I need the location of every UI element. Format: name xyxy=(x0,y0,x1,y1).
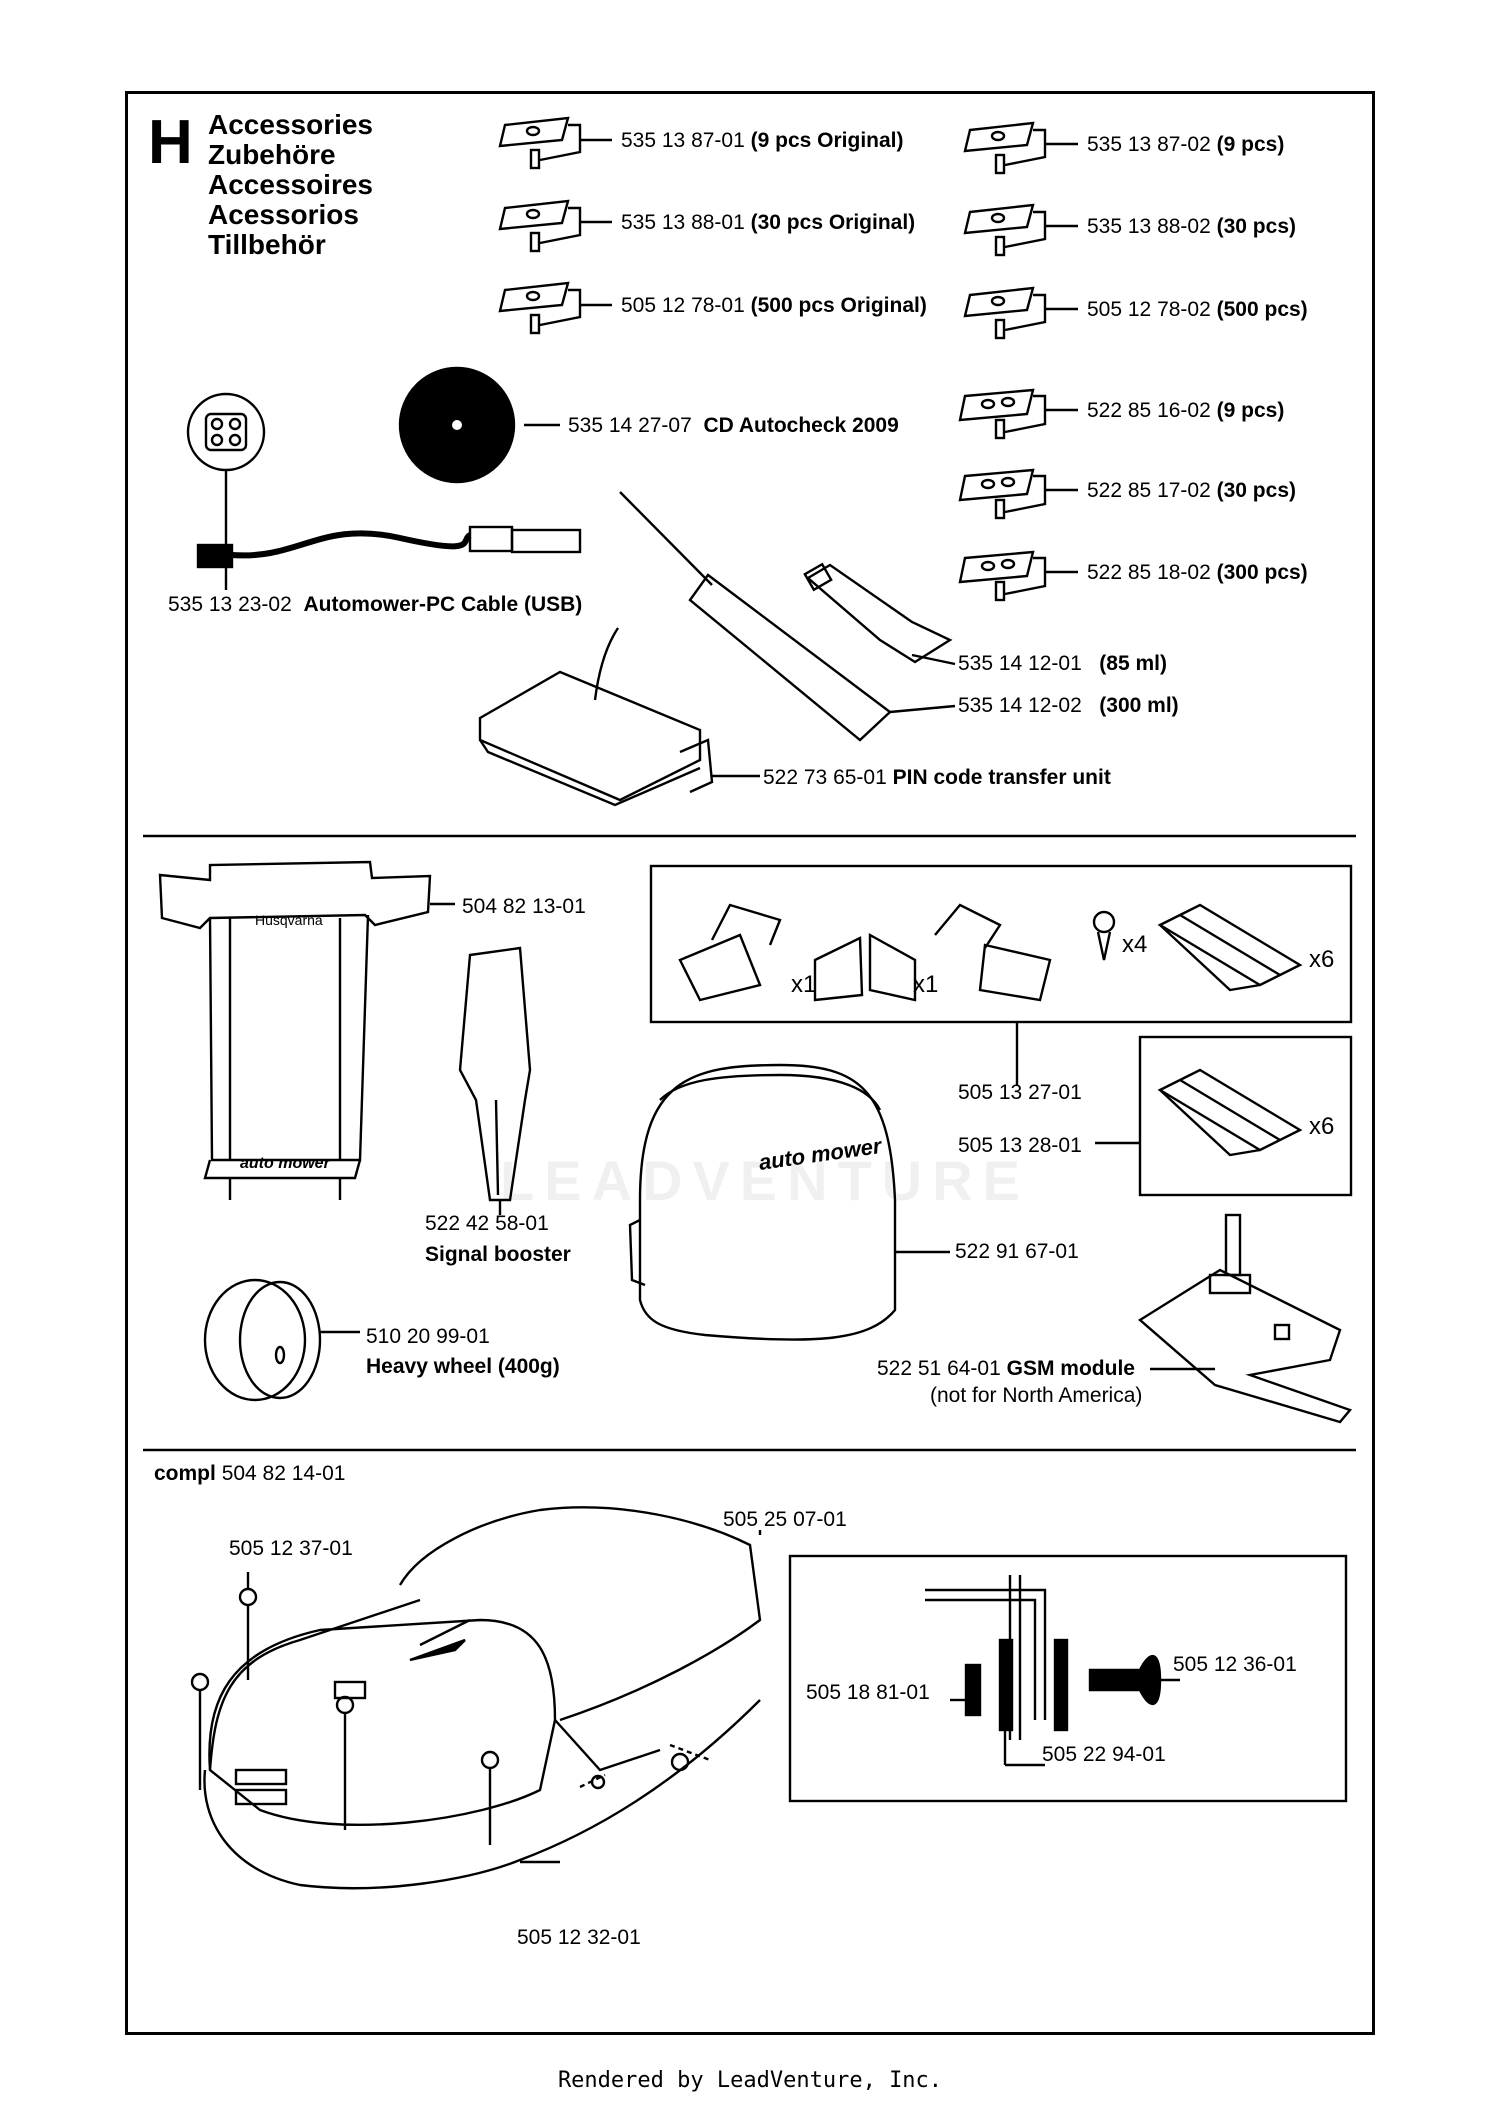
bag-label: 522 91 67-01 xyxy=(955,1240,1079,1263)
title-sv: Tillbehör xyxy=(208,229,326,260)
blade-icon-right-6 xyxy=(958,550,1078,602)
heavy-wheel-desc: Heavy wheel (400g) xyxy=(366,1355,560,1378)
bracket-qty-a: x1 xyxy=(791,971,817,998)
blade-icon-left-1 xyxy=(498,116,612,170)
blade-label-right-4: 522 85 16-02 (9 pcs) xyxy=(1087,399,1285,422)
screw-icon xyxy=(1092,910,1116,961)
sealant-cartridge-icon xyxy=(619,491,956,742)
screw-qty: x4 xyxy=(1122,931,1148,958)
body-part-bolt: 505 12 36-01 xyxy=(1173,1653,1297,1676)
usb-cable-icon xyxy=(186,392,582,590)
brush-kit-label: 505 13 27-01 xyxy=(958,1081,1082,1104)
blade-icon-right-5 xyxy=(958,468,1078,520)
bag-icon: auto mower xyxy=(628,1063,950,1341)
blade-label-right-1: 535 13 87-02 (9 pcs) xyxy=(1087,133,1285,156)
title-fr: Accessoires xyxy=(208,169,374,200)
station-cover-label: 504 82 13-01 xyxy=(462,895,586,918)
detail-box xyxy=(788,1554,1348,1803)
blade-label-right-5: 522 85 17-02 (30 pcs) xyxy=(1087,479,1296,502)
sealant-tube-icon xyxy=(803,562,956,666)
gsm-note: (not for North America) xyxy=(930,1384,1143,1407)
title-pt: Acessorios xyxy=(208,199,359,230)
station-logo: auto mower xyxy=(240,1155,331,1172)
blade-label-left-2: 535 13 88-01 (30 pcs Original) xyxy=(621,211,916,234)
compl-label: compl 504 82 14-01 xyxy=(154,1462,346,1485)
watermark: LEADVENTURE xyxy=(500,1149,1031,1212)
bracket-qty-b: x1 xyxy=(913,971,939,998)
title-de: Zubehöre xyxy=(208,139,336,170)
station-cover-icon: auto mower Husqvarna xyxy=(158,860,455,1200)
body-part-screw: 505 12 37-01 xyxy=(229,1537,353,1560)
pin-unit-label: 522 73 65-01 PIN code transfer unit xyxy=(763,766,1111,789)
body-part-spacer: 505 18 81-01 xyxy=(806,1681,930,1704)
signal-booster-part: 522 42 58-01 xyxy=(425,1212,549,1235)
brush-refill-label: 505 13 28-01 xyxy=(958,1134,1082,1157)
brush-bracket-icon xyxy=(678,903,1052,1085)
brush-refill-box xyxy=(1138,1035,1353,1197)
blade-icon-right-2 xyxy=(963,203,1078,257)
heavy-wheel-icon xyxy=(203,1278,360,1402)
brush-refill-qty: x6 xyxy=(1309,1113,1335,1140)
sealant-small-label: 535 14 12-01 (85 ml) xyxy=(958,652,1167,675)
cd-label: 535 14 27-07 CD Autocheck 2009 xyxy=(568,414,899,437)
pin-code-unit-icon xyxy=(478,627,760,807)
bag-logo: auto mower xyxy=(757,1133,884,1175)
signal-booster-desc: Signal booster xyxy=(425,1243,571,1266)
signal-booster-icon xyxy=(458,946,532,1215)
blade-icon-right-1 xyxy=(963,121,1078,175)
gsm-label: 522 51 64-01 GSM module xyxy=(877,1357,1135,1380)
body-part-top: 505 25 07-01 xyxy=(723,1508,847,1531)
sealant-large-label: 535 14 12-02 (300 ml) xyxy=(958,694,1179,717)
blade-label-right-2: 535 13 88-02 (30 pcs) xyxy=(1087,215,1296,238)
footer-credit: Rendered by LeadVenture, Inc. xyxy=(557,2068,943,2093)
heavy-wheel-part: 510 20 99-01 xyxy=(366,1325,490,1348)
title-en: Accessories xyxy=(208,109,374,140)
blade-icon-left-3 xyxy=(498,281,612,335)
blade-icon-left-2 xyxy=(498,199,612,253)
blade-label-left-3: 505 12 78-01 (500 pcs Original) xyxy=(621,294,927,317)
blade-label-right-3: 505 12 78-02 (500 pcs) xyxy=(1087,298,1308,321)
blade-label-right-6: 522 85 18-02 (300 pcs) xyxy=(1087,561,1308,584)
brush-icon xyxy=(1157,903,1303,992)
brush-qty: x6 xyxy=(1309,946,1335,973)
station-brand: Husqvarna xyxy=(255,912,323,928)
gsm-module-icon xyxy=(1137,1213,1353,1424)
section-letter: H xyxy=(148,108,193,177)
blade-label-left-1: 535 13 87-01 (9 pcs Original) xyxy=(621,129,904,152)
cable-label: 535 13 23-02 Automower-PC Cable (USB) xyxy=(168,593,583,616)
brush-kit-box xyxy=(649,864,1353,1024)
diagram-frame xyxy=(125,91,1375,2035)
body-part-chassis: 505 12 32-01 xyxy=(517,1926,641,1949)
blade-icon-right-3 xyxy=(963,286,1078,340)
blade-icon-right-4 xyxy=(958,388,1078,440)
detail-assembly-icon xyxy=(925,1575,1180,1767)
brush-refill-icon xyxy=(1157,1068,1303,1157)
mower-body-icon xyxy=(190,1506,762,1890)
section-titles: Accessories Zubehöre Accessoires Acessor… xyxy=(208,110,373,260)
body-part-washer: 505 22 94-01 xyxy=(1042,1743,1166,1766)
